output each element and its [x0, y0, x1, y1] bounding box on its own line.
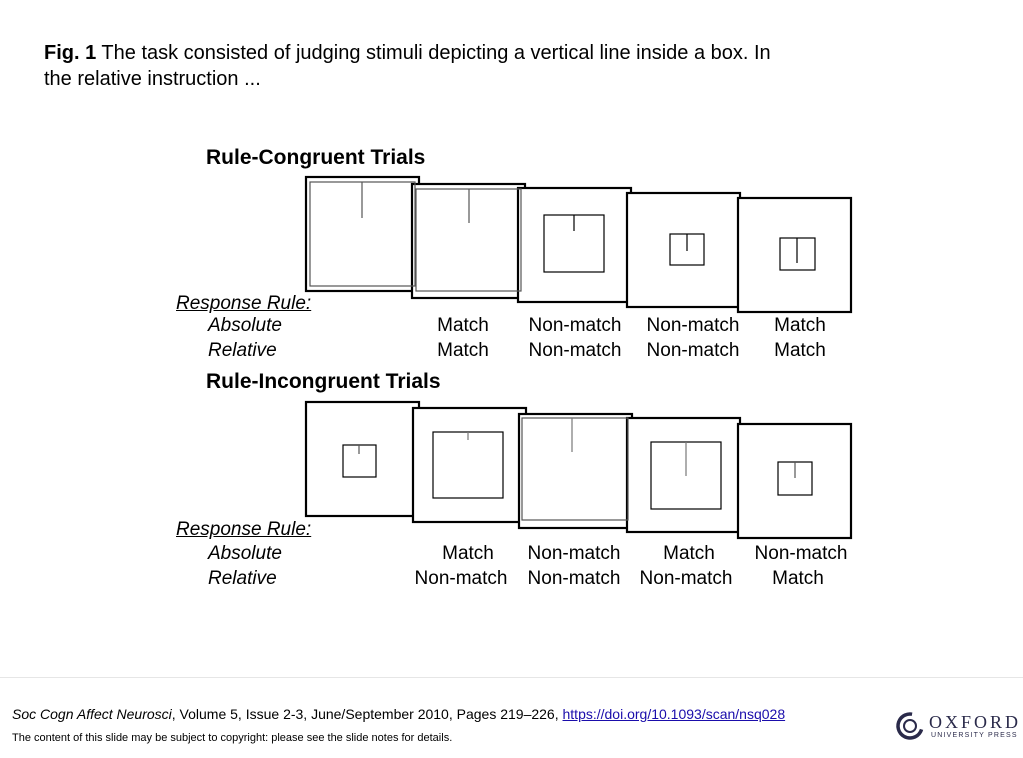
congruent-absolute-5: Match	[774, 315, 826, 336]
congruent-absolute-label: Absolute	[208, 315, 282, 336]
congruent-relative-2: Match	[437, 340, 489, 361]
incongruent-relative-3: Non-match	[527, 568, 621, 589]
stimulus-frame	[410, 182, 527, 300]
footer-divider	[0, 677, 1023, 678]
stimulus-frame	[736, 422, 853, 540]
oxford-logo-word: OXFORD	[929, 712, 1022, 732]
oxford-emblem-icon	[896, 712, 924, 740]
stimulus-frame	[625, 416, 742, 534]
incongruent-absolute-4: Match	[663, 543, 715, 564]
stimuli-illustration	[304, 175, 853, 540]
citation: Soc Cogn Affect Neurosci, Volume 5, Issu…	[12, 706, 785, 722]
stimulus-frame	[304, 400, 421, 518]
incongruent-title: Rule-Incongruent Trials	[206, 370, 441, 393]
doi-link[interactable]: https://doi.org/10.1093/scan/nsq028	[562, 706, 786, 722]
incongruent-response-rule: Response Rule:	[176, 519, 312, 540]
figure-label: Fig. 1	[44, 42, 97, 64]
oxford-logo: OXFORD UNIVERSITY PRESS	[895, 710, 1020, 742]
stimulus-frame	[625, 191, 742, 309]
congruent-title: Rule-Congruent Trials	[206, 146, 426, 169]
congruent-relative-3: Non-match	[528, 340, 622, 361]
incongruent-absolute-5: Non-match	[754, 543, 848, 564]
stimulus-frame	[411, 406, 528, 524]
stimulus-frame	[516, 186, 633, 304]
incongruent-relative-5: Match	[772, 568, 824, 589]
citation-details: , Volume 5, Issue 2-3, June/September 20…	[171, 706, 563, 722]
caption-text: The task consisted of judging stimuli de…	[44, 42, 771, 90]
congruent-absolute-3: Non-match	[528, 315, 622, 336]
stimulus-frame	[736, 196, 853, 314]
figure: Rule-Congruent Trials Response Rule: Abs…	[176, 146, 853, 589]
congruent-response-rule: Response Rule:	[176, 293, 312, 314]
congruent-relative-4: Non-match	[646, 340, 740, 361]
inner-box	[521, 417, 629, 521]
congruent-absolute-2: Match	[437, 315, 489, 336]
incongruent-absolute-3: Non-match	[527, 543, 621, 564]
congruent-relative-label: Relative	[208, 340, 277, 361]
incongruent-relative-4: Non-match	[639, 568, 733, 589]
congruent-absolute-4: Non-match	[646, 315, 740, 336]
copyright-notice: The content of this slide may be subject…	[12, 732, 453, 744]
incongruent-relative-label: Relative	[208, 568, 277, 589]
figure-caption: Fig. 1 The task consisted of judging sti…	[44, 40, 804, 92]
journal-name: Soc Cogn Affect Neurosci	[12, 706, 172, 722]
congruent-relative-5: Match	[774, 340, 826, 361]
stimulus-frame	[517, 412, 634, 530]
incongruent-relative-2: Non-match	[414, 568, 508, 589]
oxford-logo-subtitle: UNIVERSITY PRESS	[931, 732, 1018, 739]
incongruent-absolute-label: Absolute	[208, 543, 282, 564]
incongruent-absolute-2: Match	[442, 543, 494, 564]
